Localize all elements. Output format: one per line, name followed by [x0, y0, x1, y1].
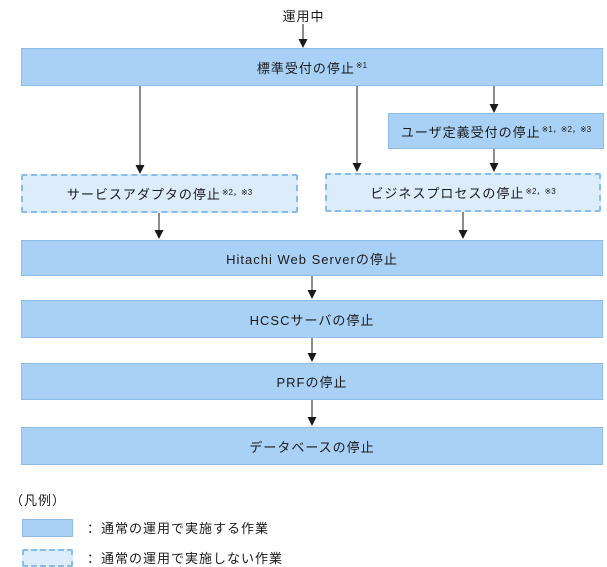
node-database-stop: データベースの停止 [21, 427, 603, 465]
start-label: 運用中 [282, 9, 325, 24]
legend-label: ：通常の運用で実施しない作業 [87, 551, 284, 566]
node-label: ビジネスプロセスの停止 [370, 186, 525, 201]
node-label: PRFの停止 [276, 375, 348, 390]
node-label: データベースの停止 [249, 439, 375, 455]
node-hitachi-web-server-stop: Hitachi Web Serverの停止 [21, 240, 603, 276]
legend-label: ：通常の運用で実施する作業 [87, 521, 270, 536]
legend-swatch-dashed [22, 548, 73, 567]
node-hcsc-server-stop: HCSCサーバの停止 [21, 300, 603, 338]
legend-item-not-normal-operation: ：通常の運用で実施しない作業 [22, 548, 600, 567]
legend-swatch-solid [22, 518, 73, 537]
node-label: Hitachi Web Serverの停止 [226, 251, 398, 267]
legend: （凡例） ：通常の運用で実施する作業 ：通常の運用で実施しない作業 [10, 490, 600, 567]
node-footnote: ※1，※2，※3 [541, 125, 592, 134]
node-service-adapter-stop: サービスアダプタの停止※2，※3 [21, 174, 298, 213]
node-standard-reception-stop: 標準受付の停止※1 [21, 48, 603, 86]
node-footnote: ※2，※3 [221, 187, 253, 197]
legend-title: （凡例） [10, 493, 67, 508]
node-footnote: ※2，※3 [525, 186, 556, 196]
node-label: 標準受付の停止 [256, 60, 355, 76]
node-footnote: ※1 [355, 61, 368, 70]
node-prf-stop: PRFの停止 [21, 363, 603, 400]
node-label: HCSCサーバの停止 [249, 312, 375, 328]
legend-item-normal-operation: ：通常の運用で実施する作業 [22, 518, 600, 537]
node-label: ユーザ定義受付の停止 [400, 124, 541, 140]
node-label: サービスアダプタの停止 [66, 187, 221, 202]
node-business-process-stop: ビジネスプロセスの停止※2，※3 [325, 173, 601, 212]
node-user-defined-reception-stop: ユーザ定義受付の停止※1，※2，※3 [388, 113, 604, 149]
